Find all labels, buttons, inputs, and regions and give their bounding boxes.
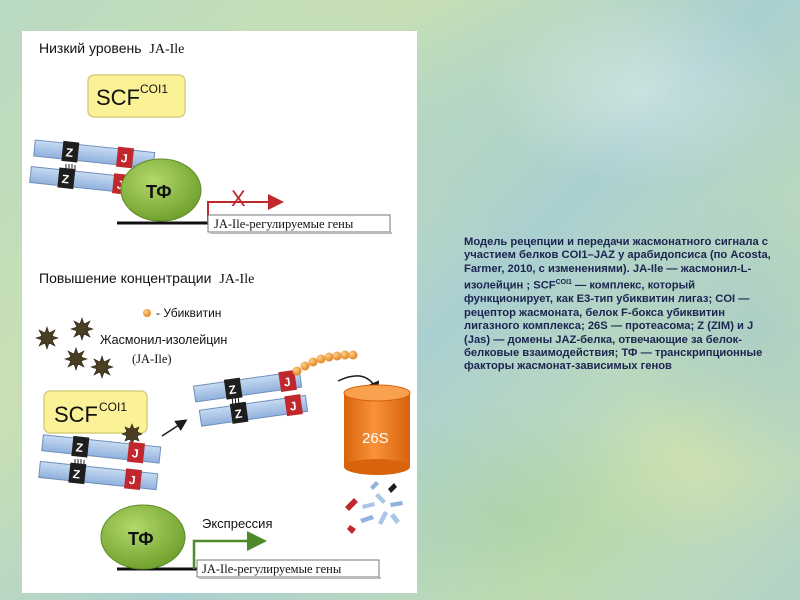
bottom-title: Повышение концентрации JA-Ile [39,270,254,287]
genes-box-bottom: JA-Ile-регулируемые гены [196,559,381,579]
scf-complex-bottom: SCF COI1 [43,390,148,434]
coi1-label-top: COI1 [140,82,168,96]
z-label: Z [75,440,84,455]
ubiquitin-icon [348,350,358,360]
ubiquitin-chain [292,350,358,376]
z-domain [61,140,80,163]
ja-ile-icon [90,355,114,379]
tf-bottom: ТФ [100,504,186,570]
z-label: Z [72,467,81,482]
ja-ile-icon [35,326,59,350]
j-label: J [116,178,124,193]
scf-label-bottom: SCF [54,402,98,427]
expression-label: Экспрессия [202,516,272,531]
j-label: J [289,399,298,414]
proteasome-26s: 26S [343,384,411,475]
z-domain [71,435,90,458]
tf-top: ТФ [120,158,202,222]
ubiquitin-legend-label: - Убиквитин [156,306,221,320]
jaz-protein-ubiq-2: Z J [198,394,309,427]
j-domain [116,146,135,169]
j-domain [278,369,297,393]
genes-label-top: JA-Ile-регулируемые гены [214,217,354,231]
z-domain [229,401,249,424]
j-domain [124,468,143,491]
ubiquitin-icon [332,351,342,361]
z-label: Z [65,145,74,160]
z-domain [57,167,76,190]
j-label: J [120,151,128,166]
ja-ile-icon [64,347,88,371]
genes-box-top: JA-Ile-регулируемые гены [207,214,392,234]
ubiquitin-icon [316,354,326,364]
scf-label-top: SCF [96,85,140,110]
transition-arrow [161,419,188,437]
ubiquitin-icon [300,361,310,371]
top-title: Низкий уровень JA-Ile [39,40,184,57]
caption-superscript: COI1 [555,279,572,287]
caption-text-part1: Модель рецепции и передачи жасмонатного … [464,236,771,292]
z-label: Z [234,406,243,421]
coi1-label-bottom: COI1 [99,400,127,414]
ja-ile-icon [70,317,94,341]
ubiquitin-icon [340,350,350,360]
figure-panel: Низкий уровень JA-Ile SCF COI1 Z J Z J Т… [22,31,417,593]
jaz-protein-bottom-1: Z J [41,434,162,464]
z-label: Z [228,382,237,397]
ubiquitin-legend-icon [143,309,151,317]
expression-arrow [192,531,267,569]
j-label: J [128,473,136,488]
j-domain [284,394,303,417]
genes-label-bottom: JA-Ile-регулируемые гены [202,562,342,576]
caption-text-part2: — комплекс, который функционирует, как E… [464,279,763,373]
blocked-x-mark: X [231,186,246,211]
ubiquitin-icon [308,357,318,367]
z-domain [68,462,87,485]
tf-label-bottom: ТФ [128,529,154,549]
diagram-canvas: Низкий уровень JA-Ile SCF COI1 Z J Z J Т… [29,40,411,579]
tf-label-top: ТФ [146,182,172,202]
jasmonoyl-label: Жасмонил-изолейцин [100,333,227,347]
j-domain [127,441,146,464]
ja-ile-molecules [35,317,114,379]
degraded-fragments [345,481,403,534]
scf-complex-top: SCF COI1 [87,74,186,118]
jasmonoyl-abbrev: (JA-Ile) [132,352,172,366]
figure-caption: Модель рецепции и передачи жасмонатного … [464,236,776,374]
ubiquitin-icon [324,352,334,362]
z-label: Z [61,172,70,187]
proteasome-label: 26S [362,430,389,447]
j-label: J [283,375,292,390]
bound-ja-ile-icon [121,423,143,445]
j-label: J [131,446,139,461]
ubiquitin-icon [292,366,302,376]
jaz-protein-bottom-2: Z J [38,460,159,491]
